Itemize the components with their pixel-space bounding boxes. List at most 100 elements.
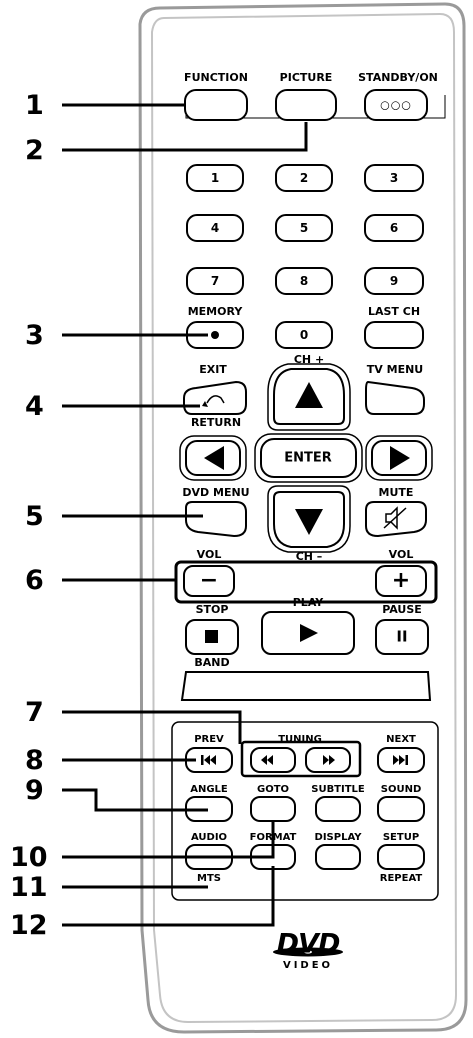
skip-prev-icon	[201, 755, 216, 765]
digit-button-6	[364, 214, 424, 242]
digit-label: 6	[389, 221, 399, 235]
digit-label: 3	[389, 171, 399, 185]
digit-label: 7	[210, 274, 220, 288]
last-ch-button	[364, 321, 424, 349]
digit-button-0	[275, 321, 333, 349]
digit-button-5	[275, 214, 333, 242]
up-arrow-icon	[295, 382, 323, 408]
return-arrow-icon	[206, 395, 225, 404]
display-label: DISPLAY	[314, 832, 362, 843]
digit-label: 0	[299, 328, 309, 342]
enter-label: ENTER	[284, 450, 332, 466]
callout-number: 3	[25, 320, 44, 351]
vol-plus-glyph: +	[391, 568, 411, 593]
goto-label: GOTO	[256, 784, 290, 795]
digit-label: 2	[299, 171, 309, 185]
return-label: RETURN	[190, 416, 242, 429]
pause-glyph: II	[396, 627, 408, 646]
ch-minus-label: CH –	[295, 550, 323, 563]
callout-number: 7	[25, 697, 44, 728]
memory-dot-icon	[211, 331, 219, 339]
digit-button-9	[364, 267, 424, 295]
repeat-label: REPEAT	[379, 873, 423, 884]
band-label: BAND	[194, 656, 230, 669]
subtitle-button	[315, 796, 361, 822]
left-arrow-icon	[204, 446, 224, 470]
callout-line-10	[62, 822, 275, 859]
standby-button	[364, 89, 428, 121]
callout-number: 8	[25, 745, 44, 776]
callout-number: 5	[25, 501, 44, 532]
next-label: NEXT	[386, 734, 416, 745]
down-arrow-icon	[295, 509, 323, 535]
setup-button	[377, 844, 425, 870]
last-ch-label: LAST CH	[367, 305, 421, 318]
callout-line-2	[62, 122, 308, 152]
sound-button	[377, 796, 425, 822]
mute-speaker-icon	[385, 506, 398, 530]
vol-minus-button	[183, 565, 235, 597]
callout-line-12	[62, 866, 275, 927]
goto-button	[250, 796, 296, 822]
tv-menu-button	[365, 380, 425, 415]
fast-forward-icon	[323, 755, 335, 765]
dvd-menu-label: DVD MENU	[182, 486, 250, 499]
digit-button-1	[186, 164, 244, 192]
sound-label: SOUND	[380, 784, 422, 795]
standby-label: STANDBY/ON	[358, 71, 438, 84]
callout-number: 10	[10, 842, 48, 873]
digit-label: 1	[210, 171, 220, 185]
digit-label: 8	[299, 274, 309, 288]
video-logo-text: VIDEO	[282, 960, 334, 971]
digit-label: 4	[210, 221, 220, 235]
digit-button-8	[275, 267, 333, 295]
callout-number: 6	[25, 565, 44, 596]
dvd-logo-text: DVD	[276, 928, 341, 960]
rewind-icon	[261, 755, 273, 765]
stop-square-icon	[205, 630, 218, 643]
play-icon	[300, 624, 318, 642]
callout-number: 2	[25, 135, 44, 166]
stop-label: STOP	[195, 603, 229, 616]
mts-label: MTS	[197, 873, 221, 884]
setup-label: SETUP	[382, 832, 420, 843]
angle-label: ANGLE	[190, 784, 228, 795]
tuning-label: TUNING	[278, 734, 322, 745]
digit-button-3	[364, 164, 424, 192]
callout-number: 4	[25, 391, 44, 422]
pause-label: PAUSE	[382, 603, 422, 616]
format-label: FORMAT	[249, 832, 297, 843]
mute-label: MUTE	[378, 486, 414, 499]
dvd-logo	[273, 947, 343, 957]
callout-number: 1	[25, 90, 44, 121]
vol-minus-glyph: −	[199, 568, 219, 593]
digit-button-7	[186, 267, 244, 295]
subtitle-label: SUBTITLE	[311, 784, 365, 795]
pause-button	[375, 619, 429, 655]
mute-button	[365, 501, 427, 538]
callout-number: 12	[10, 910, 48, 941]
memory-label: MEMORY	[187, 305, 243, 318]
prev-label: PREV	[194, 734, 224, 745]
enter-button	[260, 438, 357, 478]
digit-button-4	[186, 214, 244, 242]
dvd-menu-button	[185, 501, 247, 538]
vol-left-label: VOL	[196, 548, 222, 561]
display-button	[315, 844, 361, 870]
vol-plus-button	[375, 565, 427, 597]
digit-label: 9	[389, 274, 399, 288]
ch-plus-label: CH +	[293, 353, 325, 366]
callout-line-7	[62, 710, 242, 744]
tv-menu-label: TV MENU	[366, 363, 424, 376]
picture-label: PICTURE	[279, 71, 333, 84]
digit-label: 5	[299, 221, 309, 235]
function-label: FUNCTION	[184, 71, 248, 84]
digit-button-2	[275, 164, 333, 192]
callout-lines	[62, 103, 308, 927]
callout-line-9	[62, 788, 208, 812]
callout-number: 9	[25, 775, 44, 806]
vol-group-frame	[174, 560, 438, 604]
right-arrow-icon	[390, 446, 410, 470]
